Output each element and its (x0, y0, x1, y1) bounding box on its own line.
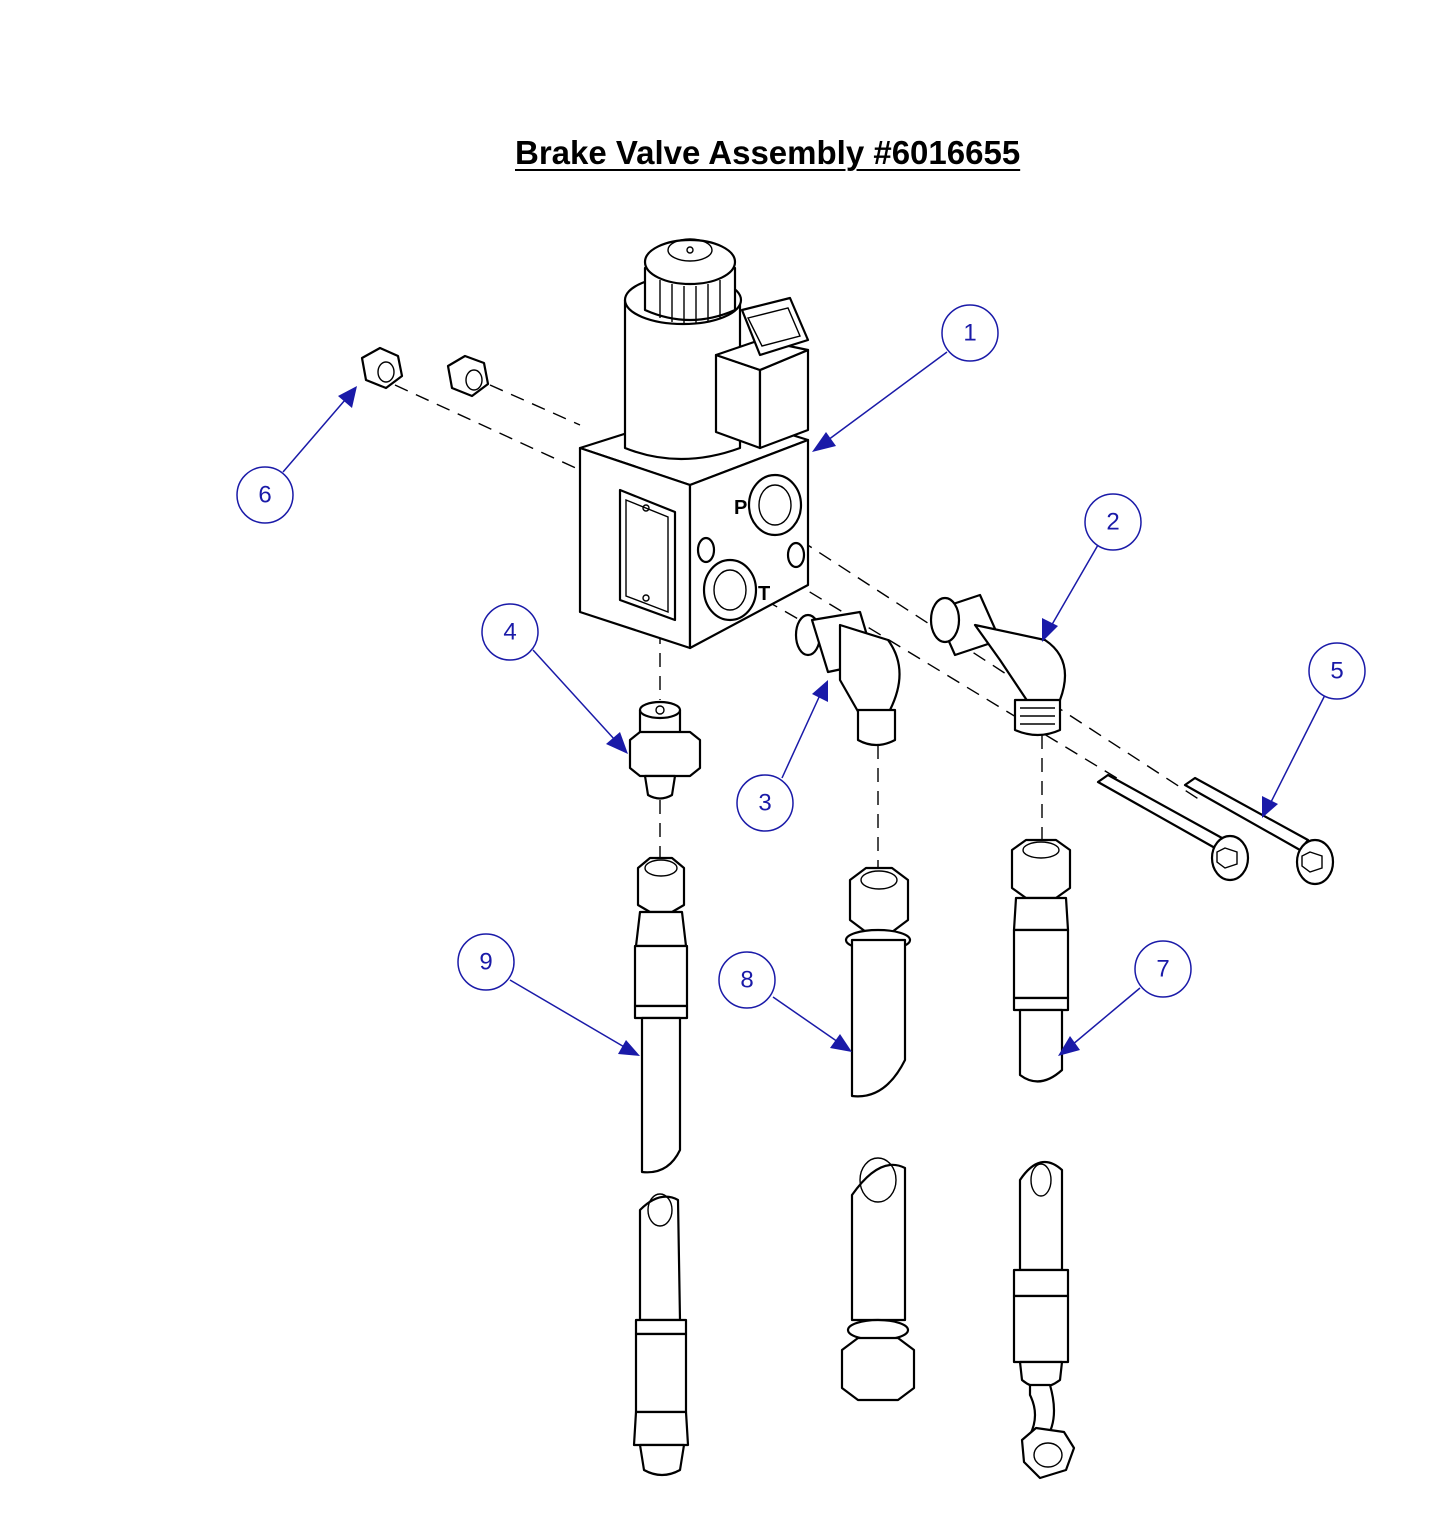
lock-nut-inner (446, 354, 490, 398)
balloon-3: 3 (736, 774, 794, 832)
svg-text:8: 8 (740, 967, 753, 994)
solenoid-coil (623, 238, 743, 461)
pressure-port-label: P (734, 497, 747, 519)
leader-lines (282, 351, 1326, 1056)
balloon-1: 1 (941, 304, 999, 362)
svg-text:3: 3 (758, 790, 771, 817)
balloon-7: 7 (1134, 940, 1192, 998)
balloon-8: 8 (718, 951, 776, 1009)
svg-text:6: 6 (258, 482, 271, 509)
svg-text:5: 5 (1330, 658, 1343, 685)
svg-text:4: 4 (503, 619, 516, 646)
solenoid-connector (714, 296, 810, 450)
assembly-centerlines (394, 384, 1201, 870)
balloon-9: 9 (457, 933, 515, 991)
balloon-4: 4 (481, 603, 539, 661)
hose-left (632, 856, 690, 1477)
lock-nut-outer (360, 346, 404, 390)
elbow-fitting-pressure (929, 593, 1067, 737)
hose-middle (840, 866, 916, 1402)
svg-text:1: 1 (963, 320, 976, 347)
hose-right (1010, 838, 1076, 1480)
svg-text:2: 2 (1106, 509, 1119, 536)
balloon-5: 5 (1308, 642, 1366, 700)
svg-text:7: 7 (1156, 956, 1169, 983)
balloon-2: 2 (1084, 493, 1142, 551)
cap-screw-rear (1096, 773, 1250, 882)
svg-text:9: 9 (479, 949, 492, 976)
tank-port-label: T (758, 583, 770, 605)
cap-screw-front (1183, 776, 1335, 886)
balloon-6: 6 (236, 466, 294, 524)
elbow-fitting-tank (794, 610, 901, 747)
page-title: Brake Valve Assembly #6016655 (515, 134, 1021, 171)
straight-fitting (628, 700, 702, 800)
